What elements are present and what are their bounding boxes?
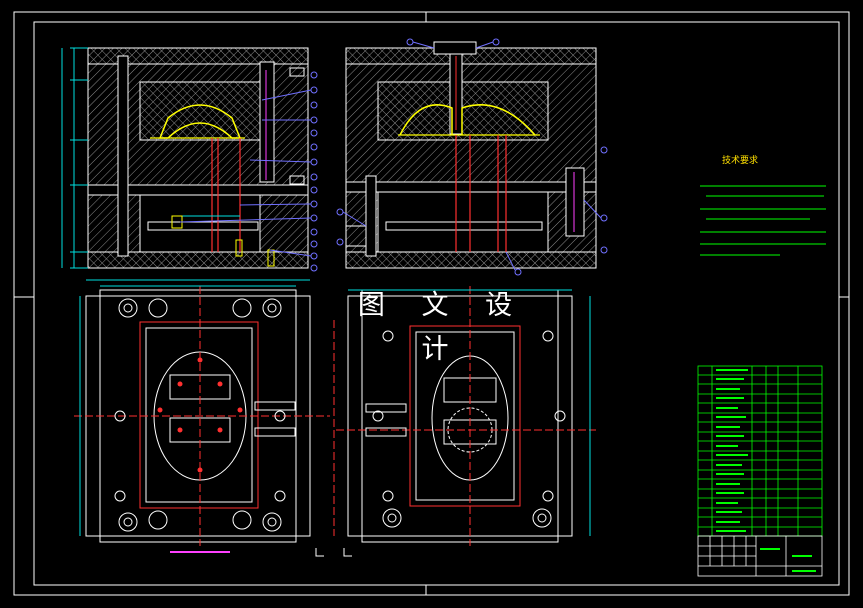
title-block	[697, 535, 823, 577]
plan-view-right	[333, 286, 596, 546]
bill-of-materials	[697, 365, 823, 537]
watermark-text: 图 文 设 计	[357, 290, 527, 365]
title-block-marks	[760, 548, 816, 572]
plan-view-left	[74, 279, 330, 553]
technical-notes	[700, 185, 826, 256]
corner-marks	[315, 548, 352, 557]
front-section-left	[61, 47, 318, 272]
tech-requirements-title: 技术要求	[722, 156, 759, 166]
drawing-frame	[13, 11, 850, 596]
front-section-right	[336, 38, 608, 276]
bom-text-marks	[716, 369, 748, 532]
